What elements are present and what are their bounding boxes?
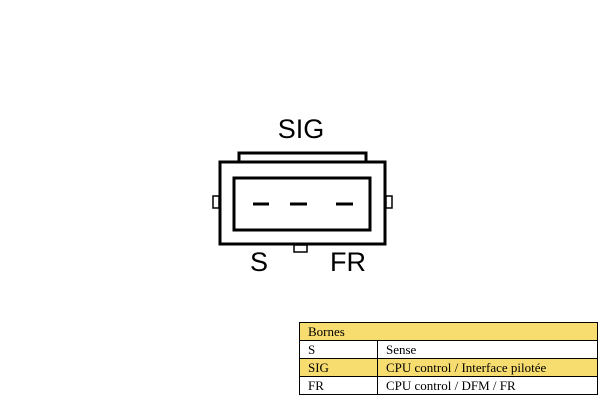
connector-socket — [232, 176, 372, 232]
terminal-table: Bornes S Sense SIG CPU control / Interfa… — [299, 322, 598, 395]
table-cell-description: CPU control / Interface pilotée — [377, 358, 598, 377]
connector-top-tab — [237, 151, 368, 162]
pin-label-sig: SIG — [278, 114, 325, 144]
connector-bottom-key — [293, 244, 308, 253]
table-header: Bornes — [299, 322, 598, 341]
pin-label-fr: FR — [330, 247, 366, 277]
table-cell-pin: SIG — [299, 358, 378, 377]
table-row: FR CPU control / DFM / FR — [299, 376, 598, 395]
table-cell-pin: FR — [299, 376, 378, 395]
table-header-row: Bornes — [299, 322, 598, 341]
table-row: S Sense — [299, 340, 598, 359]
table-cell-pin: S — [299, 340, 378, 359]
table-row: SIG CPU control / Interface pilotée — [299, 358, 598, 377]
connector-housing — [218, 160, 387, 246]
table-cell-description: CPU control / DFM / FR — [377, 376, 598, 395]
connector-right-ear — [385, 195, 393, 209]
table-cell-description: Sense — [377, 340, 598, 359]
connector-left-ear — [212, 195, 220, 209]
pin-label-s: S — [250, 247, 268, 277]
